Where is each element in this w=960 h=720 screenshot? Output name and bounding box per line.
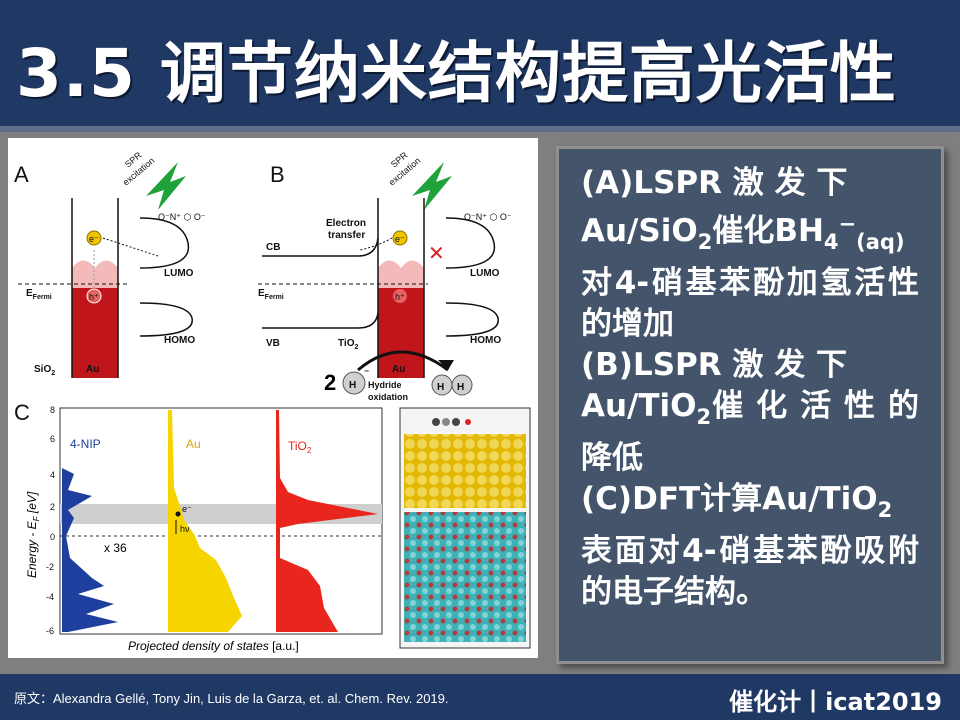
electron-transfer-label-2: transfer xyxy=(328,230,365,241)
nitro-molecule-b: O⁻N⁺ ⬡ O⁻ xyxy=(464,212,512,222)
y-tick-4: 4 xyxy=(50,470,55,480)
description-panel: (A)LSPR 激 发 下 Au/SiO2催化BH4−(aq) 对4-硝基苯酚加… xyxy=(556,146,944,664)
figure-svg: A SPR excitation e⁻ h⁺ EFermi SiO2 Au LU… xyxy=(14,150,531,653)
y-tick-n2: -2 xyxy=(46,562,54,572)
panel-b-letter: B xyxy=(270,162,285,187)
blocked-cross-icon: ✕ xyxy=(428,241,445,265)
panel-a-letter: A xyxy=(14,162,29,187)
au-label-a: Au xyxy=(86,364,99,375)
legend-4nip: 4-NIP xyxy=(70,437,101,451)
hydride-label-2: oxidation xyxy=(368,392,408,402)
y-tick-0: 0 xyxy=(50,532,55,542)
pdos-au-series xyxy=(168,410,242,632)
y-tick-6: 6 xyxy=(50,434,55,444)
lumo-label-b: LUMO xyxy=(470,268,500,279)
electron-label-c: e⁻ xyxy=(182,504,192,514)
vb-label: VB xyxy=(266,338,280,349)
legend-tio2: TiO2 xyxy=(288,439,312,455)
homo-label-a: HOMO xyxy=(164,335,195,346)
slide-title: 3.5 调节纳米结构提高光活性 xyxy=(16,35,897,112)
h2-atom-2: H xyxy=(457,382,464,393)
figure-image: A SPR excitation e⁻ h⁺ EFermi SiO2 Au LU… xyxy=(8,138,538,658)
pdos-tio2-series xyxy=(276,410,378,632)
lumo-label-a: LUMO xyxy=(164,268,194,279)
au-block-b xyxy=(378,288,424,378)
spr-bolt-icon xyxy=(146,162,186,210)
description-paragraph-c: (C)DFT计算Au/TiO2 表面对4-硝基苯酚吸附的电子结构。 xyxy=(581,481,919,610)
description-paragraph-b: (B)LSPR 激 发 下 Au/TiO2催 化 活 性 的降低 xyxy=(581,347,919,476)
legend-au: Au xyxy=(186,437,201,451)
spr-bolt-icon-b xyxy=(412,162,452,210)
efermi-label-b: EFermi xyxy=(258,288,284,301)
y-tick-n4: -4 xyxy=(46,592,54,602)
hv-label: hν xyxy=(180,524,190,534)
hot-electron-distribution-a xyxy=(72,260,118,288)
nitro-molecule-a: O⁻N⁺ ⬡ O⁻ xyxy=(158,212,206,222)
x-axis-label: Projected density of states [a.u.] xyxy=(128,639,299,653)
y-axis-label: Energy - EF [eV] xyxy=(25,491,41,578)
cb-label: CB xyxy=(266,242,280,253)
description-paragraph-a: (A)LSPR 激 发 下 Au/SiO2催化BH4−(aq) 对4-硝基苯酚加… xyxy=(581,165,919,342)
hydride-h: H xyxy=(349,380,356,391)
hole-icon-a xyxy=(86,288,102,304)
y-tick-8: 8 xyxy=(50,405,55,415)
reference-text: 原文：Alexandra Gellé, Tony Jin, Luis de la… xyxy=(14,691,449,706)
pdos-4nip-series xyxy=(62,468,118,632)
panel-c-letter: C xyxy=(14,400,30,425)
y-tick-2: 2 xyxy=(50,502,55,512)
au-layer xyxy=(404,434,526,508)
electron-label-b: e⁻ xyxy=(395,234,405,244)
electron-transfer-label-1: Electron xyxy=(326,218,366,229)
hole-label-b: h⁺ xyxy=(395,292,405,302)
title-bar: 3.5 调节纳米结构提高光活性 xyxy=(0,0,960,132)
hydride-label-1: Hydride xyxy=(368,380,402,390)
homo-label-b: HOMO xyxy=(470,335,501,346)
y-tick-labels: 8 6 4 2 0 -2 -4 -6 xyxy=(46,405,55,636)
hydride-coef: 2 xyxy=(324,370,336,395)
scale-note: x 36 xyxy=(104,541,127,555)
electron-icon-a xyxy=(86,230,102,246)
tio2-label-b: TiO2 xyxy=(338,338,358,351)
h2-atom-1: H xyxy=(437,382,444,393)
hydride-arrow-icon xyxy=(357,350,449,372)
hydride-minus: ⁻ xyxy=(364,368,369,379)
hole-label-a: h⁺ xyxy=(89,292,99,302)
sio2-label: SiO2 xyxy=(34,364,55,377)
brand-logo: 催化计丨icat2019 xyxy=(729,688,942,716)
y-tick-n6: -6 xyxy=(46,626,54,636)
adsorbed-molecule-icon xyxy=(432,418,471,426)
electron-label-a: e⁻ xyxy=(89,234,99,244)
au-label-b: Au xyxy=(392,364,405,375)
electron-icon-b xyxy=(392,230,408,246)
footer-bar: 原文：Alexandra Gellé, Tony Jin, Luis de la… xyxy=(0,674,960,720)
efermi-label-a: EFermi xyxy=(26,288,52,301)
